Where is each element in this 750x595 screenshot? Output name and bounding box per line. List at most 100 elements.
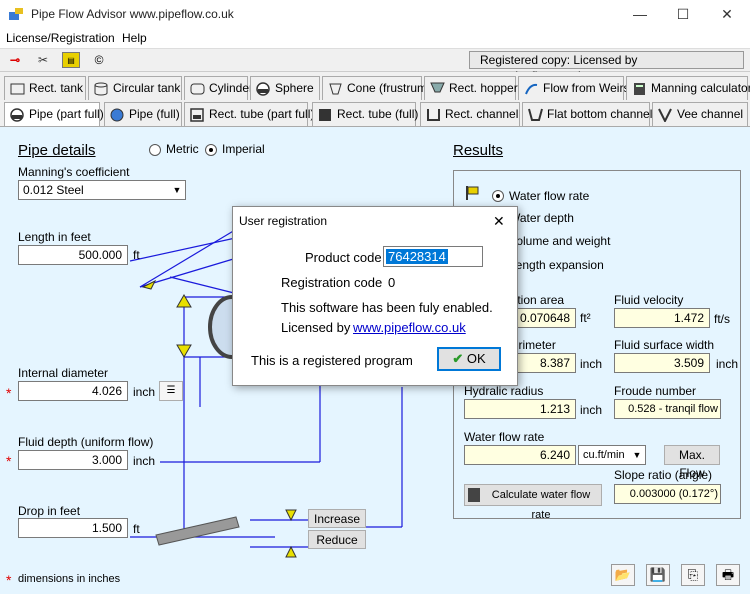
menu-bar: License/Registration Help <box>0 28 750 48</box>
froude-label: Froude number <box>614 384 697 398</box>
velocity-output: 1.472 <box>614 308 710 328</box>
registration-code-value: 0 <box>388 275 396 290</box>
length-expansion-option: Length expansion <box>509 258 604 272</box>
chevron-down-icon: ▼ <box>632 450 642 460</box>
slope-label: Slope ratio (angle) <box>614 468 713 482</box>
tube-part-icon <box>190 107 205 122</box>
tab-cylinder[interactable]: Cylinder <box>184 76 253 100</box>
tube-full-icon <box>318 107 333 121</box>
calculate-button[interactable]: Calculate water flow rate <box>464 484 602 521</box>
volume-option: Volume and weight <box>509 234 611 248</box>
pipe-part-icon <box>10 107 25 122</box>
dialog-body: Product code 76428314 Registration code … <box>233 235 517 385</box>
slope-output: 0.003000 (0.172°) <box>614 484 721 504</box>
diameter-unit: inch <box>133 385 156 399</box>
max-flow-button[interactable]: Max. Flow <box>664 445 720 480</box>
results-heading: Results <box>453 142 504 159</box>
toolbar: ⊸ ✂ ▤ © Registered copy: Licensed by www… <box>0 48 750 83</box>
channel-icon <box>426 107 441 121</box>
increase-button[interactable]: Increase <box>308 509 366 528</box>
drop-unit: ft <box>133 522 140 536</box>
pdf-icon[interactable]: ▤ <box>62 52 80 68</box>
dialog-close-button[interactable]: ✕ <box>493 213 505 229</box>
length-label: Length in feet <box>18 230 91 244</box>
depth-input[interactable]: 3.000 <box>18 450 128 470</box>
maximize-button[interactable]: ☐ <box>676 6 690 22</box>
copy-icon[interactable]: ⎘ <box>681 564 705 586</box>
ok-button[interactable]: ✔ OK <box>437 347 501 371</box>
tools-icon[interactable]: ✂ <box>37 53 49 67</box>
depth-unit: inch <box>133 454 156 468</box>
open-folder-icon[interactable]: 📂 <box>611 564 635 586</box>
menu-help[interactable]: Help <box>122 31 147 45</box>
tab-vee-channel[interactable]: Vee channel <box>652 102 748 126</box>
app-icon <box>7 6 25 25</box>
flat-channel-icon <box>528 107 543 121</box>
calculator-icon <box>632 81 647 95</box>
tank-icon <box>10 81 25 95</box>
pipe-details-heading: Pipe details <box>18 142 96 159</box>
tab-pipe-part-full[interactable]: Pipe (part full) <box>4 102 104 126</box>
sphere-icon <box>256 81 271 96</box>
footnote: dimensions in inches <box>18 573 121 585</box>
tab-strip: Rect. tank Circular tank Cylinder Sphere… <box>0 72 750 126</box>
water-flow-radio[interactable] <box>492 190 504 202</box>
tab-rect-tank[interactable]: Rect. tank <box>4 76 86 100</box>
imperial-radio[interactable] <box>205 144 217 156</box>
cylinder-icon <box>94 81 109 96</box>
radius-output: 1.213 <box>464 399 576 419</box>
tab-cone[interactable]: Cone (frustrum) <box>322 76 431 100</box>
registration-dialog: User registration ✕ Product code 7642831… <box>232 206 518 386</box>
registration-code-label: Registration code <box>281 275 383 290</box>
manning-label: Manning's coefficient <box>18 165 130 179</box>
tab-flat-bottom-channel[interactable]: Flat bottom channel <box>522 102 652 126</box>
registered-status: Registered copy: Licensed by www.pipeflo… <box>469 51 744 83</box>
perimeter-unit: inch <box>580 357 603 371</box>
water-flow-option: Water flow rate <box>509 189 590 203</box>
tab-rect-channel[interactable]: Rect. channel <box>420 102 520 126</box>
drop-input[interactable]: 1.500 <box>18 518 128 538</box>
save-icon[interactable]: 💾 <box>646 564 670 586</box>
diameter-input[interactable]: 4.026 <box>18 381 128 401</box>
product-code-label: Product code <box>305 250 382 265</box>
tab-rect-tube-full[interactable]: Rect. tube (full) <box>312 102 418 126</box>
metric-radio[interactable] <box>149 144 161 156</box>
length-input[interactable]: 500.000 <box>18 245 128 265</box>
check-icon: ✔ <box>452 351 464 366</box>
tab-sphere[interactable]: Sphere <box>250 76 320 100</box>
surface-width-label: Fluid surface width <box>614 338 715 352</box>
tab-rect-hopper[interactable]: Rect. hopper <box>424 76 518 100</box>
tab-pipe-full[interactable]: Pipe (full) <box>104 102 182 126</box>
tab-circular-tank[interactable]: Circular tank <box>88 76 182 100</box>
registered-message: This is a registered program <box>251 353 413 368</box>
menu-license[interactable]: License/Registration <box>6 31 115 45</box>
cylinder-h-icon <box>190 81 205 95</box>
print-icon[interactable]: 🖶 <box>716 564 740 586</box>
dialog-title: User registration <box>233 207 517 235</box>
copyright-icon[interactable]: © <box>94 53 104 67</box>
imperial-label: Imperial <box>222 142 265 156</box>
reduce-button[interactable]: Reduce <box>308 530 366 549</box>
title-bar: Pipe Flow Advisor www.pipeflow.co.uk — ☐… <box>0 0 750 28</box>
key-icon[interactable]: ⊸ <box>9 53 21 67</box>
cone-icon <box>328 81 343 95</box>
diameter-label: Internal diameter <box>18 366 109 380</box>
website-link[interactable]: www.pipeflow.co.uk <box>353 320 466 335</box>
pipe-size-button[interactable]: ☰ <box>159 381 183 401</box>
manning-select[interactable]: 0.012 Steel▼ <box>18 180 186 200</box>
length-unit: ft <box>133 248 140 262</box>
calculator-icon <box>468 488 480 502</box>
product-code-field[interactable]: 76428314 <box>383 246 483 267</box>
drop-label: Drop in feet <box>18 504 81 518</box>
tab-flow-weirs[interactable]: Flow from Weirs <box>518 76 629 100</box>
minimize-button[interactable]: — <box>633 6 647 22</box>
depth-label: Fluid depth (uniform flow) <box>18 435 154 449</box>
surface-width-unit: inch <box>716 357 739 371</box>
flow-unit-select[interactable]: cu.ft/min▼ <box>578 445 646 465</box>
tab-manning-calc[interactable]: Manning calculator <box>626 76 750 100</box>
close-button[interactable]: ✕ <box>721 6 733 22</box>
pipe-full-icon <box>110 107 125 122</box>
velocity-unit: ft/s <box>714 312 731 326</box>
hopper-icon <box>430 81 445 95</box>
tab-rect-tube-part[interactable]: Rect. tube (part full) <box>184 102 314 126</box>
